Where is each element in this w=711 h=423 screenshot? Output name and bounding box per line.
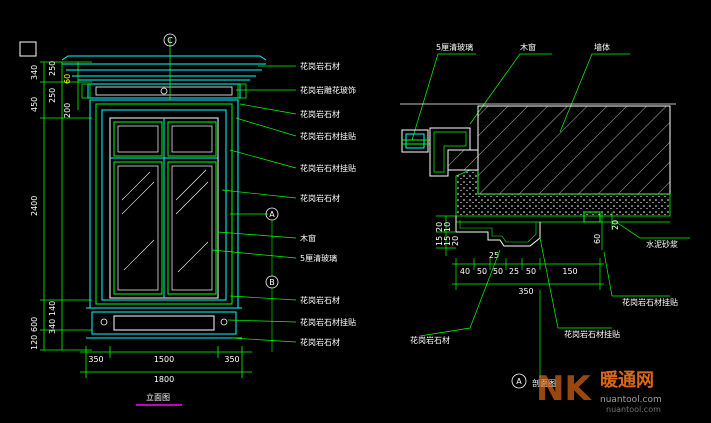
window-sashes [109,117,219,299]
callout-granite-hang-2: 花岗岩石材挂贴 [300,163,356,173]
section-mark-b-label: B [269,278,275,287]
dim-v-4: 15 [443,236,452,246]
label-mortar: 水泥砂浆 [646,239,678,249]
view-frame-marker [19,41,37,57]
dim-v-5: 20 [451,236,460,246]
dim-h-2: 50 [477,267,487,276]
section-marker-c: C [163,33,177,100]
callout-granite-2: 花岗岩石材 [300,109,340,119]
callout-clear-glass: 5厘清玻璃 [300,253,337,263]
watermark-brand: 暖通网 [600,369,654,391]
stone-sill-profile [455,211,601,247]
dim-h-total: 350 [518,287,533,296]
label-granite: 花岗岩石材 [410,335,450,345]
section-view: 5厘清玻璃 木窗 墙体 [400,42,690,389]
window-frame-section [401,127,479,177]
label-clear-glass: 5厘清玻璃 [436,42,473,52]
glass-reflection-lines [121,169,209,273]
section-marker-b: B [265,275,279,352]
watermark-logo-mark: NK [536,369,592,409]
dim-left-9: 600 [30,317,39,332]
dim-total-width: 1800 [154,375,174,384]
callout-granite-3: 花岗岩石材 [300,193,340,203]
dim-left-10: 340 [48,319,57,334]
callout-carved-stone: 花岗岩雕花玻饰 [300,85,356,95]
dim-h-5: 50 [526,267,536,276]
dim-h-1: 40 [460,267,470,276]
section-mark-c-label: C [167,36,173,45]
dim-left-5: 200 [63,103,72,118]
window-cornice [61,55,267,81]
callout-granite-hang-1: 花岗岩石材挂贴 [300,131,356,141]
label-granite-hang-2: 花岗岩石材挂贴 [564,329,620,339]
watermark: NK 暖通网 nuantool.com nuantool.com [536,369,662,414]
dim-v-1: 20 [435,222,444,232]
callout-granite-5: 花岗岩石材 [300,337,340,347]
dim-h-6: 150 [562,267,577,276]
section-title: 剖面图 [532,378,556,388]
callout-granite-hang-3: 花岗岩石材挂贴 [300,317,356,327]
wall-block [400,103,676,195]
dim-left-4: 450 [30,97,39,112]
dim-bottom-right: 350 [224,355,239,364]
callout-granite-4: 花岗岩石材 [300,295,340,305]
dim-left-6: 250 [48,88,57,103]
label-wood-window: 木窗 [520,42,536,52]
dim-left-1: 340 [30,65,39,80]
dim-v-6: 60 [593,234,602,244]
elevation-callout-leaders [211,65,297,343]
section-marker-a: A [230,207,279,276]
dim-h-4: 25 [509,267,519,276]
dim-left-8: 140 [48,301,57,316]
watermark-url-1: nuantool.com [600,395,662,405]
window-sill-panel [86,307,242,339]
dim-bottom-center: 1500 [154,355,174,364]
section-mark-a-label: A [269,210,275,219]
section-title-mark: A [516,377,522,386]
section-horizontal-dims [452,258,604,290]
bottom-dimension-chain [80,346,252,378]
label-granite-hang-1: 花岗岩石材挂贴 [622,297,678,307]
dim-left-3: 60 [63,74,72,84]
dim-left-7: 2400 [30,196,39,216]
callout-granite-1: 花岗岩石材 [300,61,340,71]
dim-v-7: 20 [611,220,620,230]
section-vertical-dims [436,212,613,256]
carved-frieze [81,83,247,99]
section-bottom-leaders [419,221,690,378]
dim-left-2: 250 [48,61,57,76]
section-title-group: A 剖面图 [511,373,556,389]
dim-h-3: 50 [493,267,503,276]
dim-left-11: 120 [30,335,39,350]
dim-h-25-top: 25 [489,251,499,260]
mortar-layer [455,169,671,223]
dim-v-3: 10 [443,222,452,232]
callout-wood-window: 木窗 [300,233,316,243]
dim-v-2: 15 [435,236,444,246]
elevation-title: 立面图 [146,392,170,402]
dim-bottom-left: 350 [88,355,103,364]
watermark-url-2: nuantool.com [606,405,661,414]
elevation-view: 340 250 60 450 200 250 2400 140 600 340 … [19,33,356,406]
label-wall: 墙体 [594,42,610,52]
